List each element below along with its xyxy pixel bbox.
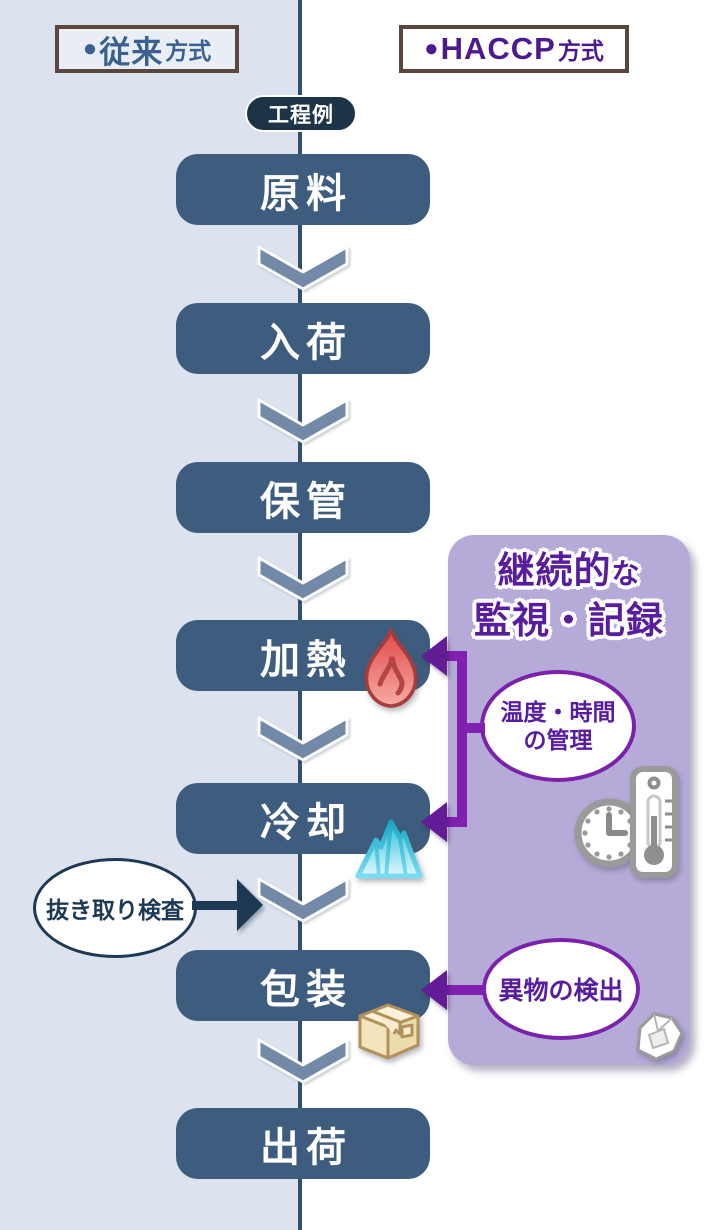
chevron-down-icon xyxy=(257,716,349,762)
step-shipping: 出荷 xyxy=(176,1108,430,1179)
flame-icon xyxy=(364,628,418,708)
foreign-connector xyxy=(444,985,486,995)
arrow-left-icon xyxy=(421,970,447,1010)
legacy-method-label: ●従来方式 xyxy=(55,25,239,73)
chevron-down-icon xyxy=(257,245,349,291)
monitor-connector-vertical xyxy=(457,651,467,827)
monitor-connector-cooling xyxy=(438,817,467,827)
panel-title: 継続的な 監視・記録 xyxy=(474,550,664,641)
arrow-left-icon xyxy=(421,802,447,842)
sampling-inspection-bubble: 抜き取り検査 xyxy=(33,858,197,958)
chevron-down-icon xyxy=(257,1038,349,1084)
bullet-icon: ● xyxy=(424,35,439,62)
bullet-icon: ● xyxy=(82,35,98,62)
thermometer-icon xyxy=(630,766,678,878)
step-arrival: 入荷 xyxy=(176,303,430,374)
process-example-badge: 工程例 xyxy=(245,95,357,132)
crumpled-paper-icon xyxy=(636,1012,684,1061)
carton-box-icon xyxy=(358,1003,420,1060)
sampling-connector xyxy=(192,901,240,910)
foreign-matter-bubble: 異物の検出 xyxy=(482,938,640,1040)
temperature-time-bubble: 温度・時間 の管理 xyxy=(480,670,636,782)
chevron-down-icon xyxy=(257,877,349,923)
step-raw-material: 原料 xyxy=(176,154,430,225)
chevron-down-icon xyxy=(257,556,349,602)
monitor-connector-heating xyxy=(438,651,467,661)
chevron-down-icon xyxy=(257,398,349,444)
process-flow-line xyxy=(298,0,302,1230)
ice-icon xyxy=(355,819,423,879)
arrow-left-icon xyxy=(421,636,447,676)
arrow-right-icon xyxy=(237,879,263,931)
monitor-connector-bubble xyxy=(467,723,485,733)
step-storage: 保管 xyxy=(176,462,430,533)
